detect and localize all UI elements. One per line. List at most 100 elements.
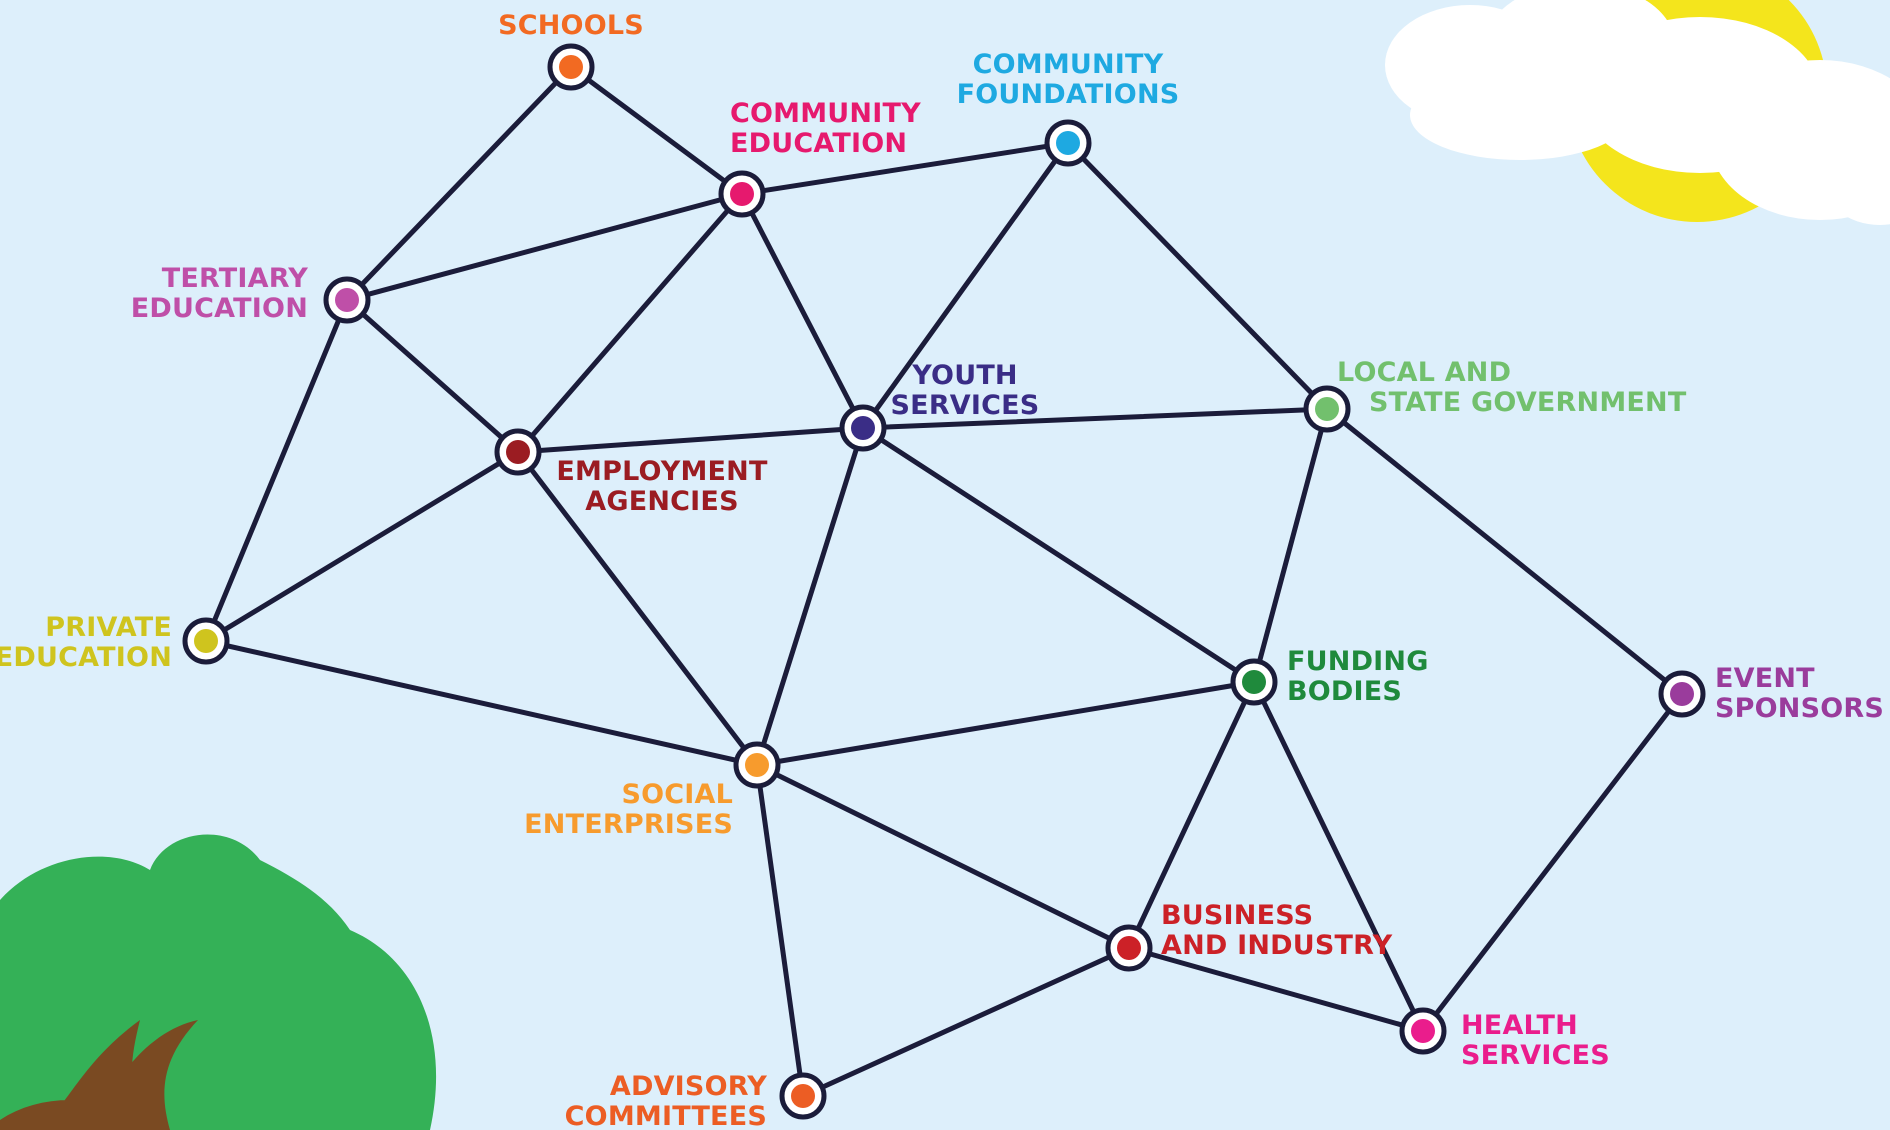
edge-youth-services-local-state-government bbox=[860, 406, 1330, 431]
edge-tertiary-education-employment-agencies bbox=[344, 297, 521, 455]
node-community-education bbox=[718, 170, 766, 218]
connections bbox=[203, 64, 1685, 1099]
label-line: AND INDUSTRY bbox=[1161, 930, 1393, 961]
node-dot bbox=[194, 629, 218, 653]
node-health-services bbox=[1399, 1007, 1447, 1055]
edge-event-sponsors-health-services bbox=[1420, 691, 1685, 1034]
edge-employment-agencies-youth-services bbox=[515, 425, 866, 455]
label-line: ENTERPRISES bbox=[524, 809, 733, 840]
node-schools bbox=[547, 43, 595, 91]
cloud-illustration bbox=[1385, 0, 1890, 225]
edge-tertiary-education-private-education bbox=[203, 297, 350, 644]
node-social-enterprises bbox=[733, 741, 781, 789]
label-line: TERTIARY bbox=[162, 263, 309, 294]
label-schools: SCHOOLS bbox=[498, 10, 644, 41]
label-line: EDUCATION bbox=[0, 642, 172, 673]
edge-funding-bodies-health-services bbox=[1251, 679, 1426, 1034]
edge-social-enterprises-funding-bodies bbox=[754, 679, 1257, 768]
node-dot bbox=[1411, 1019, 1435, 1043]
edge-funding-bodies-business-industry bbox=[1126, 679, 1257, 951]
edge-schools-community-education bbox=[568, 64, 745, 197]
edge-social-enterprises-advisory-committees bbox=[754, 762, 806, 1099]
label-line: FOUNDATIONS bbox=[957, 79, 1180, 110]
node-community-foundations bbox=[1044, 119, 1092, 167]
label-line: ADVISORY bbox=[610, 1071, 767, 1102]
edge-community-education-employment-agencies bbox=[515, 191, 745, 455]
edge-employment-agencies-social-enterprises bbox=[515, 449, 760, 768]
label-line: EDUCATION bbox=[131, 293, 308, 324]
node-youth-services bbox=[839, 404, 887, 452]
label-line: SERVICES bbox=[1461, 1040, 1610, 1071]
node-private-education bbox=[182, 617, 230, 665]
edge-community-education-community-foundations bbox=[739, 140, 1071, 197]
edge-community-education-tertiary-education bbox=[344, 191, 745, 303]
node-dot bbox=[730, 182, 754, 206]
node-dot bbox=[1315, 397, 1339, 421]
node-dot bbox=[1670, 682, 1694, 706]
edge-business-industry-health-services bbox=[1126, 945, 1426, 1034]
label-line: COMMUNITY bbox=[730, 98, 921, 129]
node-employment-agencies bbox=[494, 428, 542, 476]
node-tertiary-education bbox=[323, 276, 371, 324]
node-dot bbox=[559, 55, 583, 79]
node-dot bbox=[1242, 670, 1266, 694]
edge-community-foundations-local-state-government bbox=[1065, 140, 1330, 412]
label-line: COMMITTEES bbox=[565, 1101, 767, 1130]
tree-illustration bbox=[0, 834, 437, 1130]
label-line: AGENCIES bbox=[585, 486, 738, 517]
label-line: FUNDING bbox=[1287, 646, 1429, 677]
label-line: PRIVATE bbox=[45, 612, 172, 643]
node-dot bbox=[506, 440, 530, 464]
edge-community-education-youth-services bbox=[739, 191, 866, 431]
node-dot bbox=[335, 288, 359, 312]
node-dot bbox=[791, 1084, 815, 1108]
label-line: SOCIAL bbox=[621, 779, 733, 810]
label-line: BODIES bbox=[1287, 676, 1402, 707]
node-dot bbox=[745, 753, 769, 777]
edge-youth-services-funding-bodies bbox=[860, 425, 1257, 685]
edge-private-education-social-enterprises bbox=[203, 638, 760, 768]
label-line: YOUTH bbox=[911, 360, 1017, 391]
edge-community-foundations-youth-services bbox=[860, 140, 1071, 431]
node-dot bbox=[851, 416, 875, 440]
node-dot bbox=[1117, 936, 1141, 960]
nodes bbox=[182, 43, 1706, 1120]
label-line: SERVICES bbox=[891, 390, 1040, 421]
label-line: COMMUNITY bbox=[973, 49, 1164, 80]
label-line: BUSINESS bbox=[1161, 900, 1313, 931]
node-advisory-committees bbox=[779, 1072, 827, 1120]
edge-business-industry-advisory-committees bbox=[800, 945, 1132, 1099]
edge-employment-agencies-private-education bbox=[203, 449, 521, 644]
node-event-sponsors bbox=[1658, 670, 1706, 718]
node-dot bbox=[1056, 131, 1080, 155]
label-line: EMPLOYMENT bbox=[556, 456, 768, 487]
edge-local-state-government-event-sponsors bbox=[1324, 406, 1685, 697]
label-line: STATE GOVERNMENT bbox=[1369, 387, 1687, 418]
label-line: EVENT bbox=[1715, 663, 1815, 694]
edge-local-state-government-funding-bodies bbox=[1251, 406, 1330, 685]
node-local-state-government bbox=[1303, 385, 1351, 433]
node-funding-bodies bbox=[1230, 658, 1278, 706]
label-line: LOCAL AND bbox=[1337, 357, 1511, 388]
label-line: HEALTH bbox=[1461, 1010, 1578, 1041]
node-business-industry bbox=[1105, 924, 1153, 972]
edge-youth-services-social-enterprises bbox=[754, 425, 866, 768]
edge-social-enterprises-business-industry bbox=[754, 762, 1132, 951]
label-line: SPONSORS bbox=[1715, 693, 1884, 724]
